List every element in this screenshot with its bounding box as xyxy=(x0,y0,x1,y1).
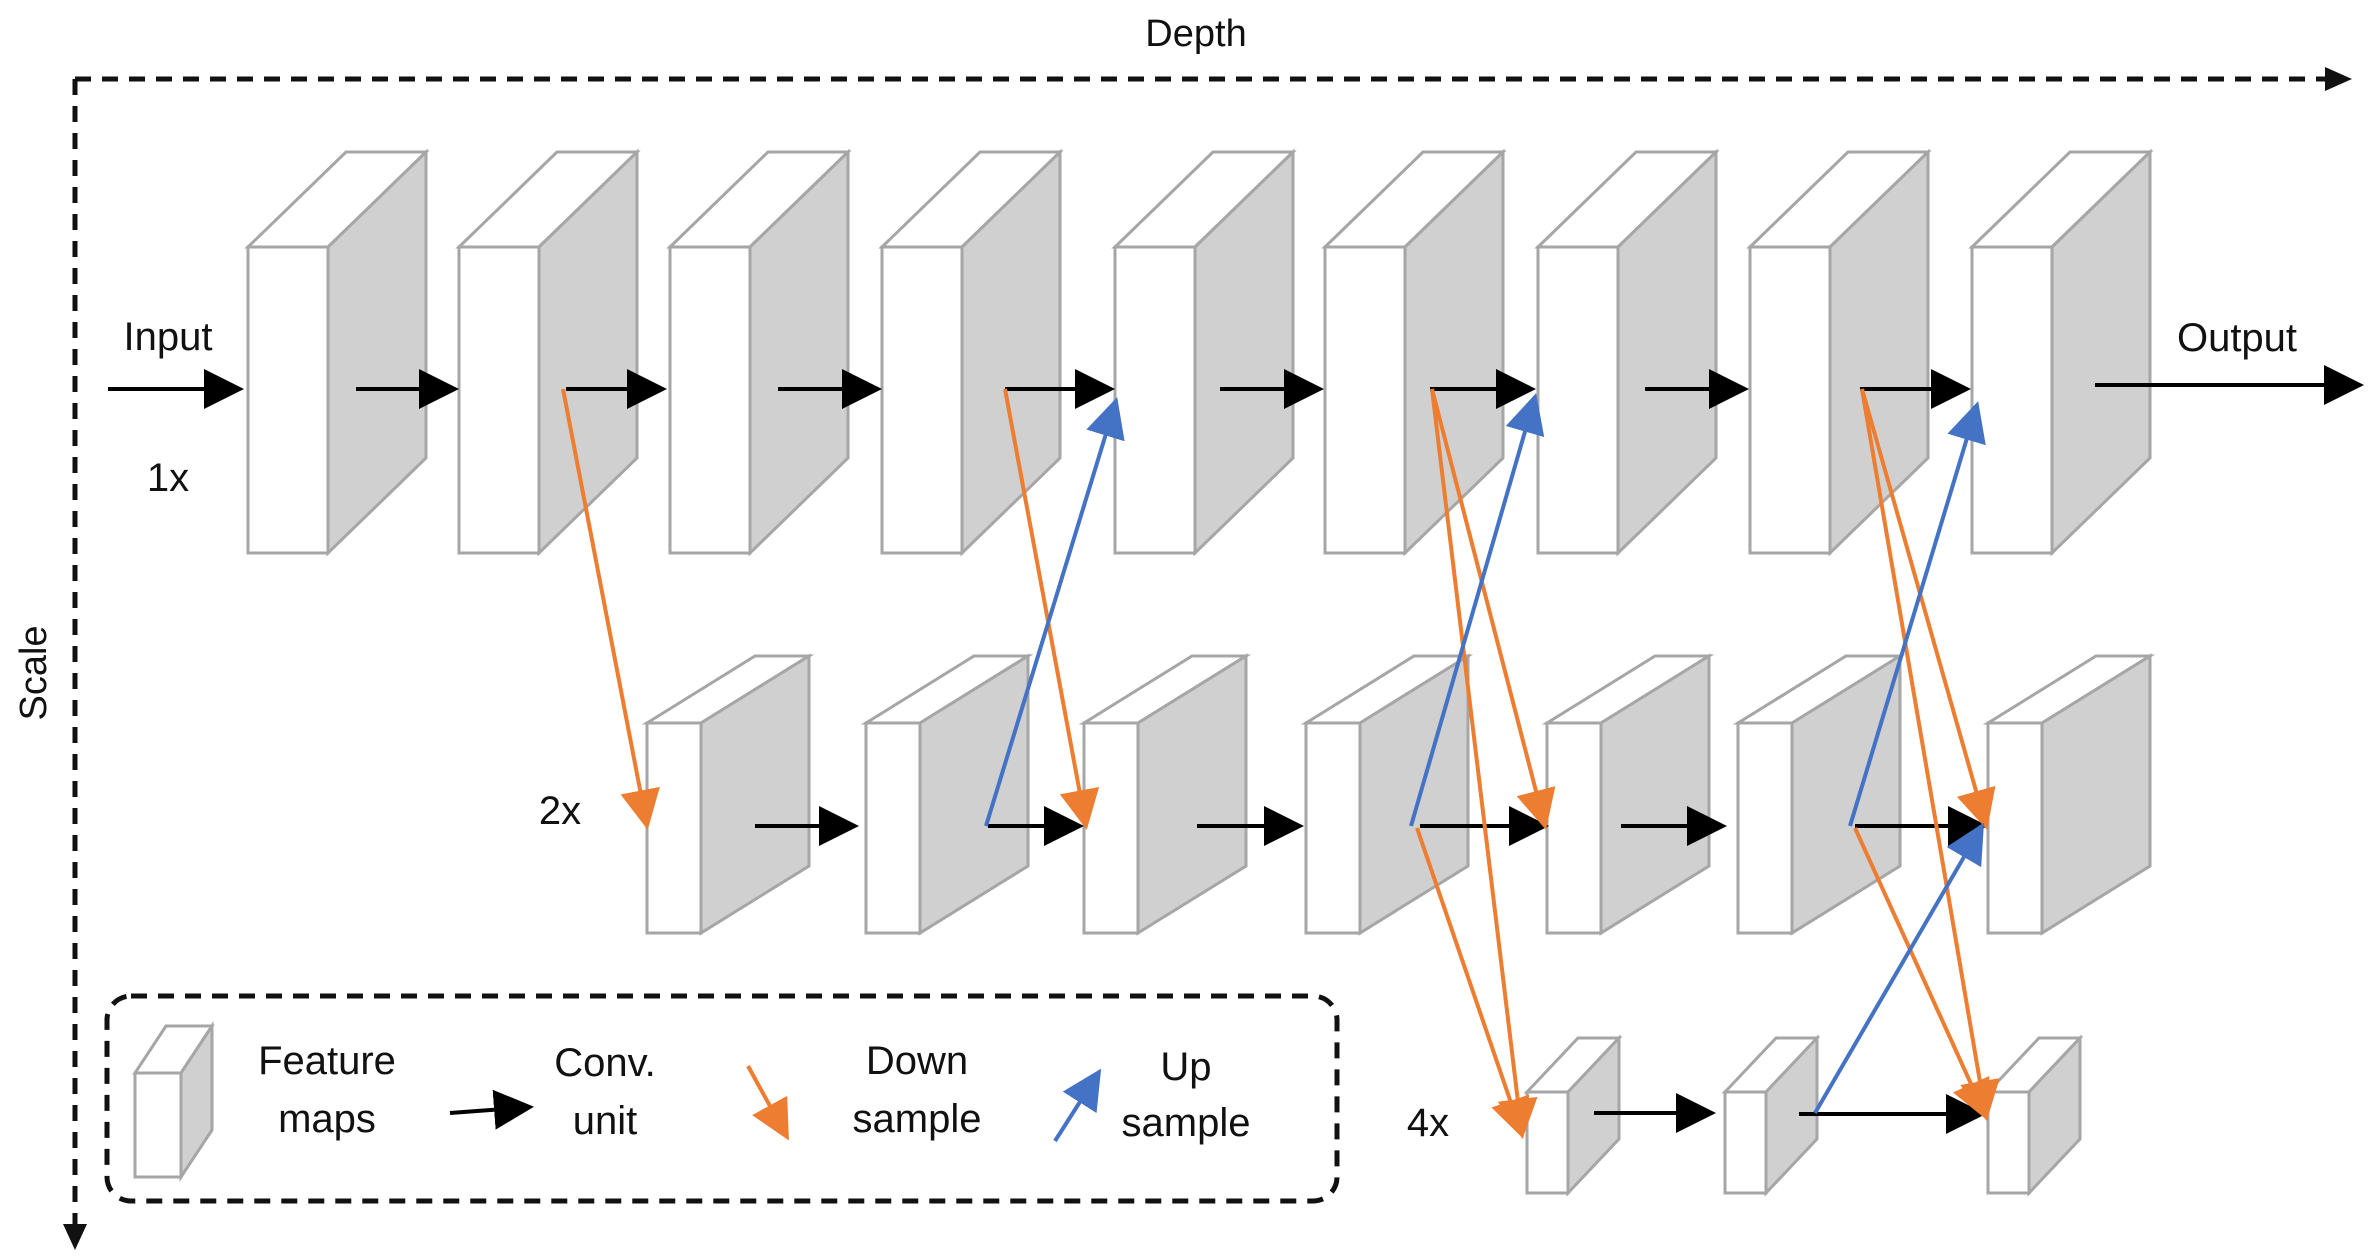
block-side-face xyxy=(1616,148,1718,557)
scale-2x-label: 2x xyxy=(539,789,581,833)
legend-conv-arrow xyxy=(449,1089,534,1130)
down-sample-arrow xyxy=(1860,388,1996,830)
legend-up-sample-label-line2: sample xyxy=(1122,1101,1251,1145)
block-side-face xyxy=(748,148,850,557)
scale-4x-label: 4x xyxy=(1407,1101,1449,1145)
legend-conv-unit-label-line1: Conv. xyxy=(554,1041,656,1085)
legend-down-sample-label-line2: sample xyxy=(853,1097,982,1141)
feature-map-block xyxy=(1534,148,1720,557)
feature-map-block xyxy=(1746,148,1932,557)
legend-box xyxy=(104,993,1340,1204)
block-front-face xyxy=(457,245,541,555)
block-side-face xyxy=(1193,148,1295,557)
legend-down-sample-label-line1: Down xyxy=(866,1039,968,1083)
block-side-face xyxy=(1136,653,1248,936)
feature-map-block xyxy=(878,148,1064,557)
block-front-face xyxy=(1525,1090,1570,1195)
legend-feature-maps-label-line2: maps xyxy=(278,1097,376,1141)
block-front-face xyxy=(668,245,752,555)
feature-map-block xyxy=(1078,653,1252,936)
block-front-face xyxy=(1970,245,2054,555)
down-sample-arrow xyxy=(1430,388,1538,1139)
feature-map-block xyxy=(1111,148,1297,557)
block-side-face xyxy=(2027,1034,2082,1197)
down-sample-arrow xyxy=(561,388,660,830)
block-side-face xyxy=(1764,1034,1819,1197)
block-front-face xyxy=(1986,721,2044,935)
block-side-face xyxy=(699,653,811,936)
block-front-face xyxy=(1986,1090,2031,1195)
block-side-face xyxy=(1566,1034,1621,1197)
up-sample-arrow xyxy=(1813,822,1985,1115)
block-side-face xyxy=(326,148,428,557)
block-side-face xyxy=(1599,653,1711,936)
down-sample-arrow xyxy=(1415,827,1530,1139)
block-front-face xyxy=(1082,721,1140,935)
feature-map-block xyxy=(455,148,641,557)
block-front-face xyxy=(880,245,964,555)
legend-feature-maps-label-line1: Feature xyxy=(258,1039,396,1083)
legend-conv-unit-label-line2: unit xyxy=(573,1099,638,1143)
feature-map-block xyxy=(1321,148,1507,557)
feature-map-block xyxy=(1541,653,1715,936)
up-sample-arrow xyxy=(984,397,1125,827)
feature-map-block xyxy=(666,148,852,557)
feature-map-block xyxy=(1984,1034,2084,1197)
block-side-face xyxy=(1828,148,1930,557)
block-side-face xyxy=(2040,653,2152,936)
up-sample-arrow xyxy=(1409,393,1545,827)
feature-map-block xyxy=(1982,653,2156,936)
feature-map-block xyxy=(860,653,1034,936)
feature-map-block xyxy=(641,653,815,936)
block-front-face xyxy=(1536,245,1620,555)
depth-axis-label: Depth xyxy=(1145,13,1246,55)
depth-axis-arrowhead xyxy=(2325,67,2352,91)
legend-feature-map-icon xyxy=(132,1021,215,1182)
scale-axis-arrowhead xyxy=(63,1224,87,1250)
output-label: Output xyxy=(2177,316,2297,360)
block-side-face xyxy=(918,653,1030,936)
block-front-face xyxy=(1304,721,1362,935)
block-front-face xyxy=(1748,245,1832,555)
block-side-face xyxy=(1403,148,1505,557)
down-sample-arrow xyxy=(1003,388,1100,830)
feature-map-block xyxy=(1300,653,1474,936)
input-label: Input xyxy=(124,315,213,359)
feature-map-block xyxy=(1721,1034,1821,1197)
down-sample-arrow xyxy=(1853,827,1990,1121)
block-front-face xyxy=(246,245,330,555)
scale-1x-label: 1x xyxy=(147,456,189,500)
block-side-face xyxy=(537,148,639,557)
block-front-face xyxy=(1545,721,1603,935)
down-sample-arrow xyxy=(1860,388,2000,1121)
feature-map-block xyxy=(1732,653,1906,936)
block-front-face xyxy=(645,721,703,935)
block-front-face xyxy=(1723,1090,1768,1195)
down-sample-arrow xyxy=(1430,388,1556,830)
block-front-face xyxy=(1736,721,1794,935)
block-front-face xyxy=(1323,245,1407,555)
block-side-face xyxy=(2050,148,2152,557)
scale-axis-label: Scale xyxy=(13,625,55,720)
up-sample-arrow xyxy=(1848,401,1986,827)
feature-map-block xyxy=(244,148,430,557)
block-front-face xyxy=(864,721,922,935)
legend-up-sample-arrow xyxy=(1053,1068,1102,1143)
feature-map-block xyxy=(1523,1034,1623,1197)
legend-up-sample-label-line1: Up xyxy=(1160,1045,1211,1089)
feature-map-block xyxy=(1968,148,2154,557)
block-side-face xyxy=(960,148,1062,557)
block-front-face xyxy=(1113,245,1197,555)
legend-down-sample-arrow xyxy=(746,1065,789,1141)
